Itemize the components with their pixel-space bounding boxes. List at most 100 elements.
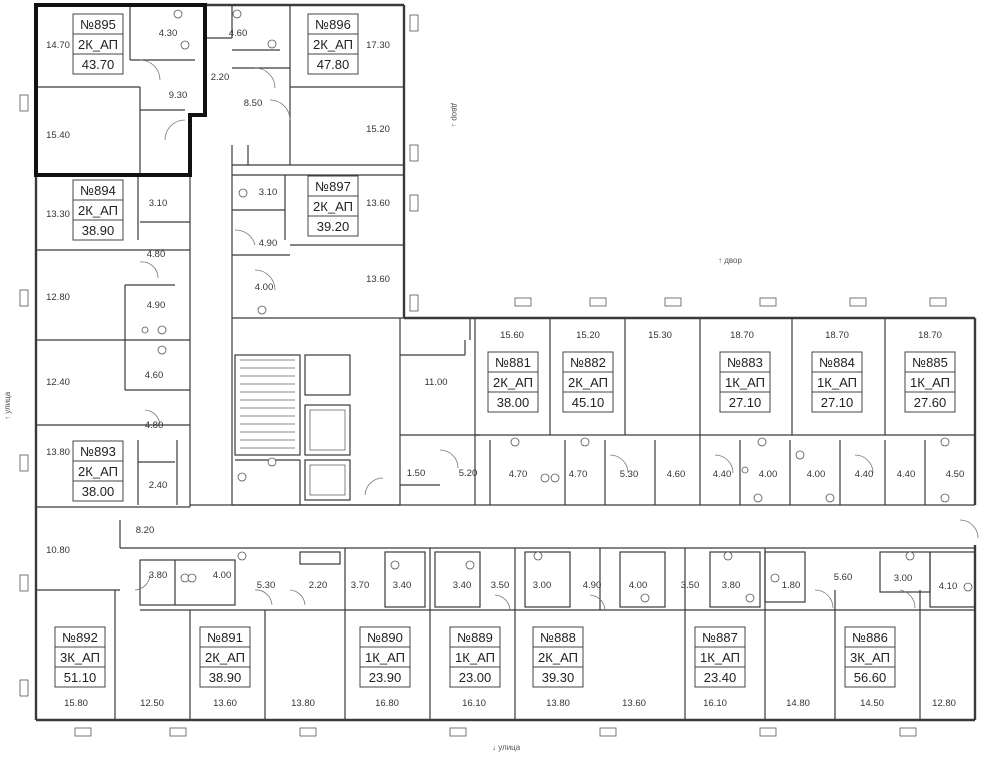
unit-label-box <box>449 626 501 688</box>
room-area: 8.50 <box>244 98 263 109</box>
room-area: 13.60 <box>622 698 646 709</box>
unit-number: №893 <box>80 444 116 459</box>
unit-number: №884 <box>819 355 855 370</box>
unit-type: 1К_АП <box>365 650 405 665</box>
unit-label-893: №893 2К_АП 38.00 <box>72 440 124 502</box>
unit-type: 2К_АП <box>78 203 118 218</box>
room-area: 1.50 <box>407 468 426 479</box>
unit-area: 27.10 <box>729 395 762 410</box>
unit-area: 27.60 <box>914 395 947 410</box>
room-area: 4.40 <box>897 469 916 480</box>
unit-area: 38.90 <box>209 670 242 685</box>
unit-type: 2К_АП <box>313 37 353 52</box>
room-area: 3.80 <box>722 580 741 591</box>
unit-type: 3К_АП <box>60 650 100 665</box>
unit-number: №897 <box>315 179 351 194</box>
unit-type: 1К_АП <box>910 375 950 390</box>
room-area: 3.50 <box>681 580 700 591</box>
unit-number: №895 <box>80 17 116 32</box>
unit-area: 38.00 <box>82 484 115 499</box>
unit-type: 2К_АП <box>538 650 578 665</box>
selected-unit-outline <box>34 3 207 177</box>
unit-label-box <box>487 351 539 413</box>
unit-label-box <box>359 626 411 688</box>
room-area: 4.70 <box>569 469 588 480</box>
room-area: 5.30 <box>620 469 639 480</box>
unit-label-box <box>72 179 124 241</box>
room-area: 4.40 <box>855 469 874 480</box>
unit-number: №892 <box>62 630 98 645</box>
unit-label-box <box>72 13 124 75</box>
room-area: 4.30 <box>159 28 178 39</box>
unit-type: 2К_АП <box>205 650 245 665</box>
room-area: 13.80 <box>291 698 315 709</box>
room-area: 4.60 <box>145 370 164 381</box>
unit-type: 2К_АП <box>568 375 608 390</box>
room-area: 4.90 <box>147 300 166 311</box>
window-marks <box>19 14 947 737</box>
yard-label-middle: ↑ двор <box>718 256 743 265</box>
unit-type: 2К_АП <box>493 375 533 390</box>
unit-type: 2К_АП <box>78 464 118 479</box>
unit-label-box <box>307 175 359 237</box>
room-area: 4.00 <box>759 469 778 480</box>
unit-label-box <box>562 351 614 413</box>
unit-type: 2К_АП <box>78 37 118 52</box>
room-area: 4.80 <box>147 249 166 260</box>
room-area: 13.60 <box>213 698 237 709</box>
east-wing-walls <box>400 318 975 505</box>
room-area: 3.00 <box>533 580 552 591</box>
room-area: 18.70 <box>825 330 849 341</box>
room-area: 3.10 <box>149 198 168 209</box>
room-area: 16.10 <box>703 698 727 709</box>
unit-area: 23.40 <box>704 670 737 685</box>
unit-label-box <box>904 351 956 413</box>
room-area: 3.00 <box>894 573 913 584</box>
unit-label-box <box>844 626 896 688</box>
room-area: 4.60 <box>667 469 686 480</box>
room-area: 4.80 <box>145 420 164 431</box>
unit-type: 1К_АП <box>725 375 765 390</box>
room-area: 17.30 <box>366 40 390 51</box>
stairwell <box>240 359 346 496</box>
room-area: 4.60 <box>229 28 248 39</box>
room-area: 3.50 <box>491 580 510 591</box>
unit-type: 3К_АП <box>850 650 890 665</box>
unit-label-box <box>694 626 746 688</box>
unit-number: №890 <box>367 630 403 645</box>
room-area: 13.60 <box>366 274 390 285</box>
room-area: 4.40 <box>713 469 732 480</box>
yard-label-upper: двор ↓ <box>450 103 459 127</box>
room-area: 1.80 <box>782 580 801 591</box>
room-area: 3.70 <box>351 580 370 591</box>
room-area: 10.80 <box>46 545 70 556</box>
room-area: 16.10 <box>462 698 486 709</box>
interior-walls <box>36 5 404 506</box>
unit-labels: №8952К_АП43.70№8962К_АП47.80№8942К_АП38.… <box>54 13 956 688</box>
room-area: 5.20 <box>459 468 478 479</box>
unit-type: 1К_АП <box>455 650 495 665</box>
room-area: 2.20 <box>211 72 230 83</box>
south-block-walls <box>36 520 976 720</box>
room-area: 14.50 <box>860 698 884 709</box>
room-area: 5.30 <box>257 580 276 591</box>
room-area: 14.70 <box>46 40 70 51</box>
room-area: 3.40 <box>393 580 412 591</box>
unit-area: 27.10 <box>821 395 854 410</box>
unit-label-box <box>307 13 359 75</box>
room-area: 14.80 <box>786 698 810 709</box>
unit-number: №891 <box>207 630 243 645</box>
room-area: 4.00 <box>629 580 648 591</box>
room-area: 9.30 <box>169 90 188 101</box>
unit-label-box <box>811 351 863 413</box>
room-area: 12.50 <box>140 698 164 709</box>
